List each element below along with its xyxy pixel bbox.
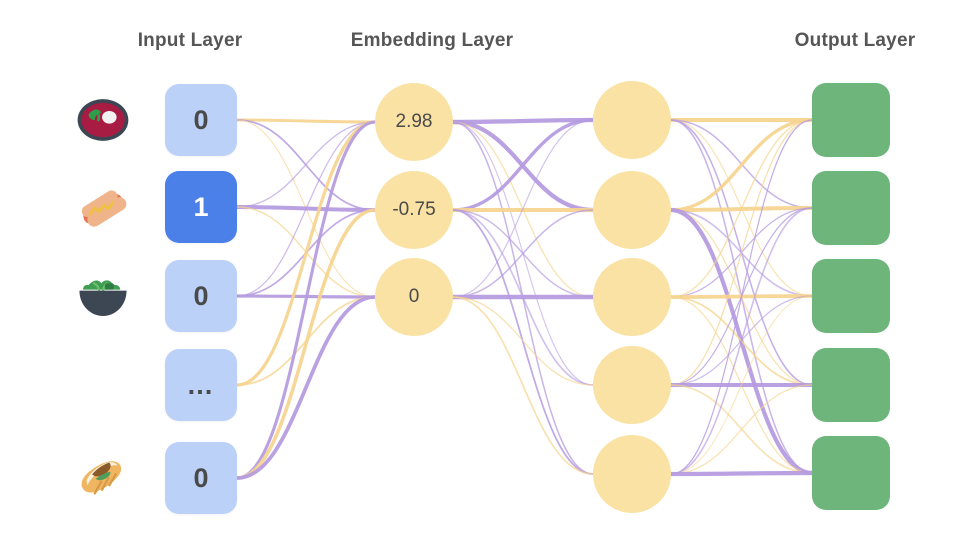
- hidden-node-2[interactable]: [593, 258, 671, 336]
- output-node-4[interactable]: [812, 436, 890, 510]
- hidden-node-1[interactable]: [593, 171, 671, 249]
- burrito-icon: [81, 461, 122, 495]
- hidden-node-0[interactable]: [593, 81, 671, 159]
- input-node-2[interactable]: 0: [165, 260, 237, 332]
- title-input-layer: Input Layer: [137, 30, 243, 51]
- embedding-node-1[interactable]: -0.75: [375, 171, 453, 249]
- input-node-4[interactable]: 0: [165, 442, 237, 514]
- output-node-1[interactable]: [812, 171, 890, 245]
- hotdog-icon: [81, 190, 127, 227]
- hidden-node-4[interactable]: [593, 435, 671, 513]
- output-node-0[interactable]: [812, 83, 890, 157]
- input-node-1[interactable]: 1: [165, 171, 237, 243]
- title-embedding-layer: Embedding Layer: [350, 30, 514, 51]
- output-node-2[interactable]: [812, 259, 890, 333]
- input-node-0[interactable]: 0: [165, 84, 237, 156]
- steak-icon: [77, 99, 129, 141]
- salad-icon: [79, 280, 127, 316]
- hidden-node-3[interactable]: [593, 346, 671, 424]
- output-node-3[interactable]: [812, 348, 890, 422]
- input-node-ellipsis[interactable]: …: [165, 349, 237, 421]
- title-output-layer: Output Layer: [794, 30, 916, 51]
- embedding-node-2[interactable]: 0: [375, 258, 453, 336]
- embedding-node-0[interactable]: 2.98: [375, 83, 453, 161]
